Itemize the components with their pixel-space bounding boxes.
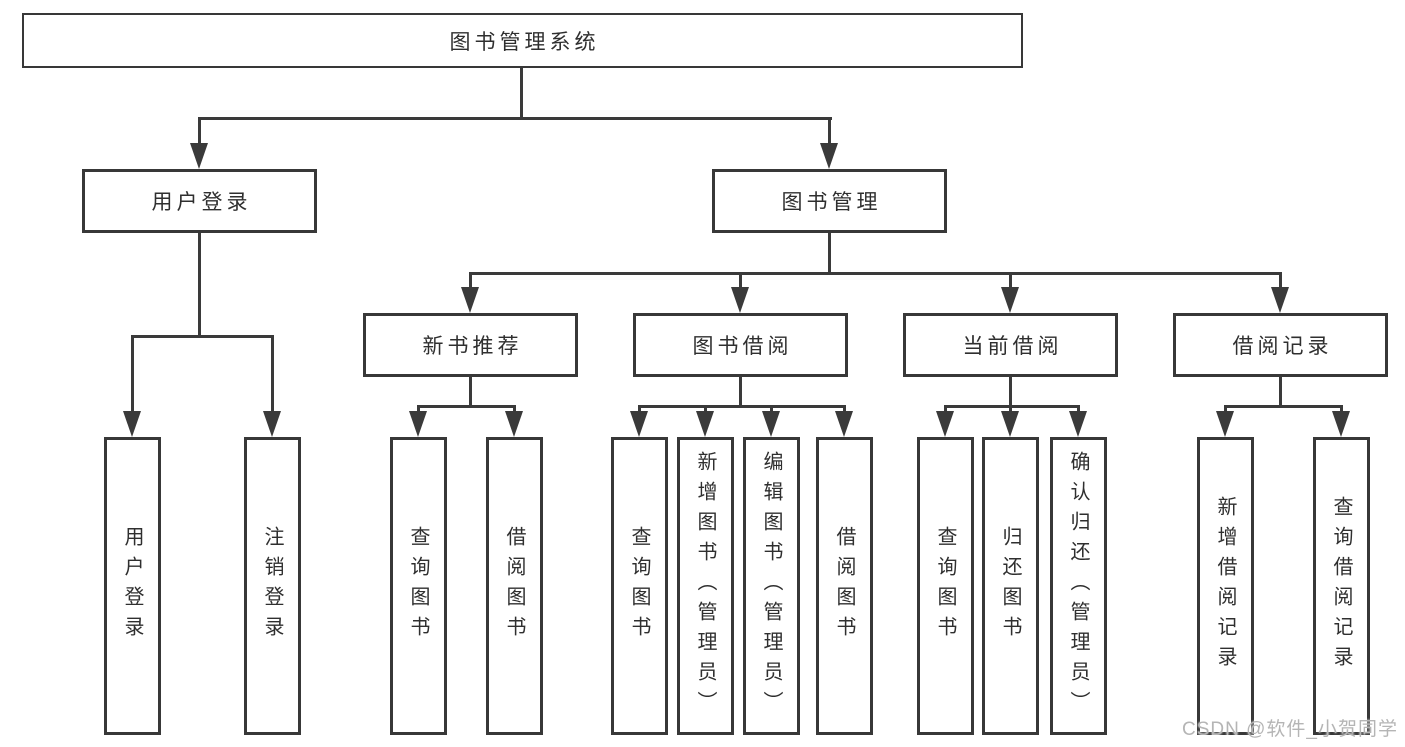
arrow-down-icon (1001, 287, 1019, 313)
arrow-down-icon (1216, 411, 1234, 437)
arrow-down-icon (630, 411, 648, 437)
connector-line (704, 405, 707, 415)
connector-line (1224, 405, 1227, 415)
arrow-down-icon (263, 411, 281, 437)
connector-line (828, 117, 831, 147)
connector-line (520, 68, 523, 119)
leaf-confirm-return-admin: 确认归还（管理员） (1050, 437, 1107, 735)
leaf-label: 归还图书 (999, 526, 1021, 646)
connector-line (469, 272, 472, 289)
connector-line (944, 405, 1080, 408)
arrow-down-icon (820, 143, 838, 169)
arrow-down-icon (505, 411, 523, 437)
arrow-down-icon (409, 411, 427, 437)
node-library-system: 图书管理系统 (22, 13, 1023, 68)
leaf-query-books: 查询图书 (917, 437, 974, 735)
arrow-down-icon (461, 287, 479, 313)
connector-line (469, 377, 472, 407)
leaf-query-borrow-record: 查询借阅记录 (1313, 437, 1370, 735)
connector-line (1279, 272, 1282, 289)
connector-line (271, 335, 274, 413)
arrow-down-icon (936, 411, 954, 437)
connector-line (843, 405, 846, 415)
arrow-down-icon (731, 287, 749, 313)
leaf-logout: 注销登录 (244, 437, 301, 735)
node-user-login: 用户登录 (82, 169, 317, 233)
connector-line (1077, 405, 1080, 415)
leaf-label: 查询图书 (934, 526, 956, 646)
node-new-book-recommend: 新书推荐 (363, 313, 578, 377)
connector-line (417, 405, 420, 415)
leaf-add-books-admin: 新增图书（管理员） (677, 437, 734, 735)
connector-line (131, 335, 134, 413)
connector-line (1009, 272, 1012, 289)
leaf-label: 查询借阅记录 (1330, 496, 1352, 676)
connector-line (198, 117, 832, 120)
leaf-edit-books-admin: 编辑图书（管理员） (743, 437, 800, 735)
connector-line (131, 335, 274, 338)
node-current-borrow: 当前借阅 (903, 313, 1118, 377)
leaf-label: 查询图书 (407, 526, 429, 646)
node-borrow-records: 借阅记录 (1173, 313, 1388, 377)
leaf-label: 新增图书（管理员） (694, 451, 716, 721)
leaf-return-books: 归还图书 (982, 437, 1039, 735)
connector-line (1009, 377, 1012, 407)
connector-line (770, 405, 773, 415)
connector-line (1224, 405, 1343, 408)
leaf-query-books: 查询图书 (611, 437, 668, 735)
arrow-down-icon (1001, 411, 1019, 437)
connector-line (638, 405, 846, 408)
arrow-down-icon (696, 411, 714, 437)
connector-line (1279, 377, 1282, 407)
connector-line (739, 377, 742, 407)
connector-line (198, 117, 201, 147)
leaf-user-login: 用户登录 (104, 437, 161, 735)
connector-line (1009, 405, 1012, 415)
leaf-query-books: 查询图书 (390, 437, 447, 735)
arrow-down-icon (1069, 411, 1087, 437)
arrow-down-icon (190, 143, 208, 169)
leaf-label: 查询图书 (628, 526, 650, 646)
connector-line (739, 272, 742, 289)
connector-line (513, 405, 516, 415)
connector-line (198, 233, 201, 337)
arrow-down-icon (1332, 411, 1350, 437)
connector-line (828, 233, 831, 274)
connector-line (1340, 405, 1343, 415)
leaf-label: 确认归还（管理员） (1067, 451, 1089, 721)
watermark: CSDN @软件_小贺同学 (1182, 719, 1398, 740)
leaf-label: 注销登录 (261, 526, 283, 646)
leaf-borrow-books: 借阅图书 (816, 437, 873, 735)
leaf-label: 新增借阅记录 (1214, 496, 1236, 676)
connector-line (944, 405, 947, 415)
connector-line (638, 405, 641, 415)
arrow-down-icon (123, 411, 141, 437)
leaf-label: 借阅图书 (503, 526, 525, 646)
leaf-label: 用户登录 (121, 526, 143, 646)
node-book-borrow: 图书借阅 (633, 313, 848, 377)
leaf-label: 借阅图书 (833, 526, 855, 646)
arrow-down-icon (835, 411, 853, 437)
arrow-down-icon (1271, 287, 1289, 313)
leaf-add-borrow-record: 新增借阅记录 (1197, 437, 1254, 735)
arrow-down-icon (762, 411, 780, 437)
connector-line (469, 272, 1282, 275)
connector-line (417, 405, 516, 408)
leaf-label: 编辑图书（管理员） (760, 451, 782, 721)
leaf-borrow-books: 借阅图书 (486, 437, 543, 735)
node-book-management: 图书管理 (712, 169, 947, 233)
